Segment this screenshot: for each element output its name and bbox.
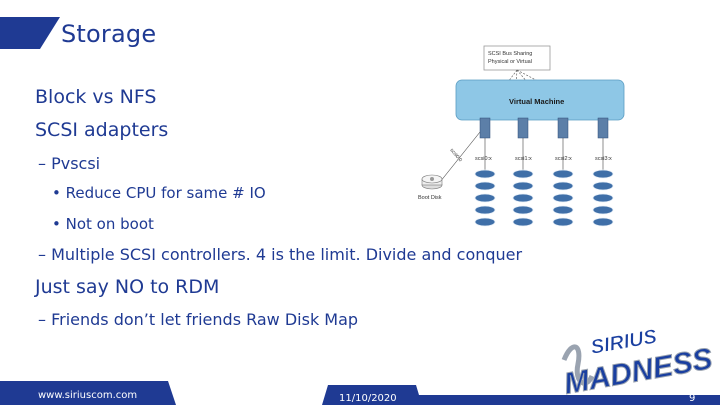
disk-stack-0 xyxy=(474,169,496,227)
scsi-controller-3 xyxy=(597,117,609,139)
footer-date: 11/10/2020 xyxy=(339,393,397,404)
sub-sub-bullet-not-on-boot: • Not on boot xyxy=(52,215,154,233)
scsi0-label: scsi0:x xyxy=(475,156,492,162)
boot-link-label: scsi0:0 xyxy=(448,147,463,163)
bus-sharing-sublabel: Physical or Virtual xyxy=(488,59,532,65)
scsi2-label: scsi2:x xyxy=(555,156,572,162)
controller-links xyxy=(439,131,604,183)
virtual-machine-label: Virtual Machine xyxy=(509,97,564,106)
footer-page-number: 9 xyxy=(689,393,696,404)
footer-right-bar xyxy=(418,395,720,405)
bullet-block-vs-nfs: Block vs NFS xyxy=(35,86,157,108)
disk-stack-3 xyxy=(592,169,614,227)
sub-bullet-raw-disk-map: – Friends don’t let friends Raw Disk Map xyxy=(38,310,359,329)
sub-sub-bullet-reduce-cpu: • Reduce CPU for same # IO xyxy=(52,184,266,202)
virtual-machine-box xyxy=(455,79,625,121)
boot-disk-icon xyxy=(421,174,443,190)
disk-stack-1 xyxy=(512,169,534,227)
footer-website[interactable]: www.siriuscom.com xyxy=(38,390,138,401)
disk-stack-2 xyxy=(552,169,574,227)
scsi-controller-1 xyxy=(517,117,529,139)
title-accent-cut xyxy=(40,17,160,49)
slide-title: Storage xyxy=(61,20,157,48)
bullet-no-rdm: Just say NO to RDM xyxy=(35,276,220,298)
scsi-diagram: SCSI Bus Sharing Physical or Virtual Vir… xyxy=(418,45,625,227)
scsi-controllers xyxy=(479,117,609,139)
sub-bullet-multiple-scsi: – Multiple SCSI controllers. 4 is the li… xyxy=(38,245,523,264)
bullet-scsi-adapters: SCSI adapters xyxy=(35,119,169,141)
scsi1-label: scsi1:x xyxy=(515,156,532,162)
scsi-controller-2 xyxy=(557,117,569,139)
scsi3-label: scsi3:x xyxy=(595,156,612,162)
sub-bullet-pvscsi: – Pvscsi xyxy=(38,154,101,173)
bus-sharing-label: SCSI Bus Sharing xyxy=(488,51,532,57)
sirius-madness-logo: SIRIUS MADNESS xyxy=(561,325,715,401)
bus-sharing-box xyxy=(483,45,551,71)
logo-swirl-icon xyxy=(561,344,595,386)
boot-disk-label: Boot Disk xyxy=(418,195,442,201)
footer-left-bar xyxy=(0,381,176,405)
footer-center-bar xyxy=(322,385,422,405)
scsi-controller-0 xyxy=(479,117,491,139)
